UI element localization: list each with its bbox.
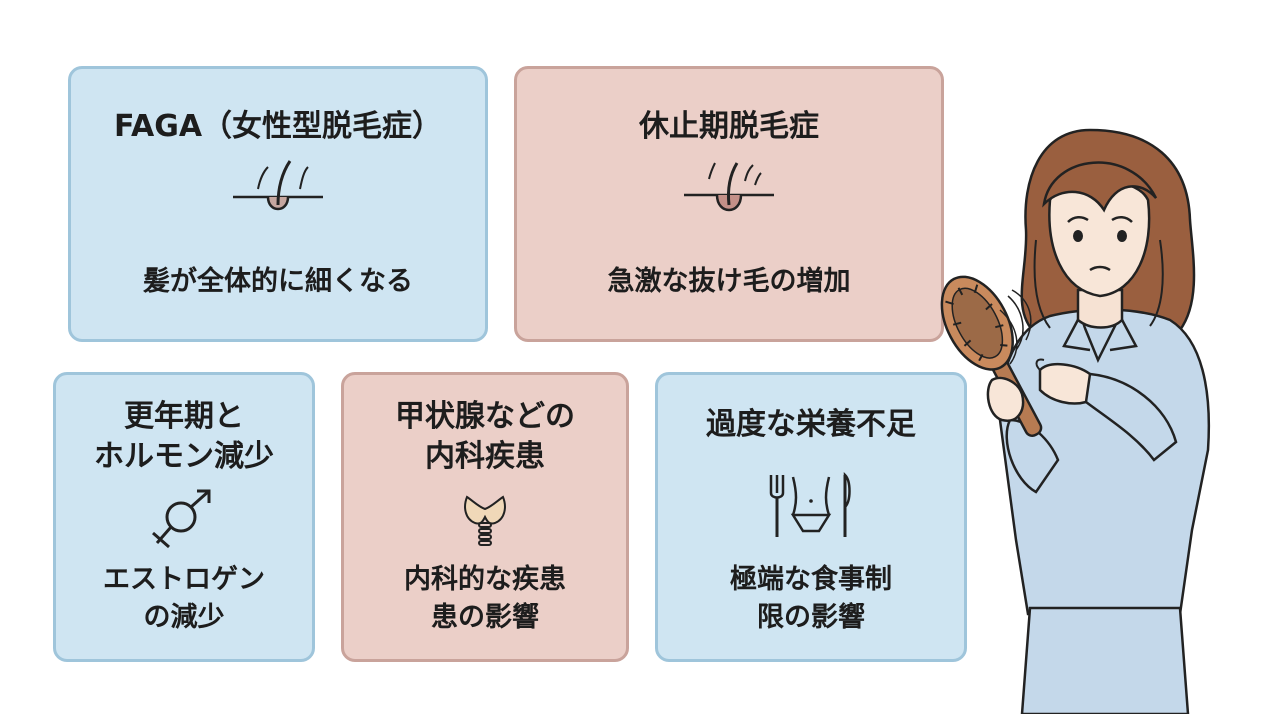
gender-symbol-icon [152, 489, 211, 549]
card-menopause: 更年期と ホルモン減少 エストロゲン の減少 [53, 372, 315, 662]
card-title: FAGA（女性型脱毛症） [113, 109, 443, 144]
card-nutrition-deficiency: 過度な栄養不足 極端な食事制 限の影響 [655, 372, 967, 662]
diet-fork-knife-waist-icon [769, 471, 851, 537]
right-arm [1084, 372, 1178, 462]
card-title: 休止期脱毛症 [639, 109, 819, 144]
card-faga: FAGA（女性型脱毛症） 髪が全体的に細くなる [68, 66, 488, 342]
shedding-hair-follicle-icon [684, 162, 774, 212]
card-title: 甲状腺などの 内科疾患 [395, 399, 575, 474]
card-description: 極端な食事制 限の影響 [730, 564, 892, 633]
card-telogen-effluvium: 休止期脱毛症 急激な抜け毛の増加 [514, 66, 944, 342]
hand-holding-brush [986, 376, 1025, 422]
pajama-pants [1020, 606, 1190, 714]
card-description: 髪が全体的に細くなる [143, 266, 413, 297]
card-description: 内科的な疾患 患の影響 [404, 564, 566, 633]
thinning-hair-follicle-icon [233, 160, 323, 211]
hair-bangs [1042, 161, 1158, 213]
card-title: 過度な栄養不足 [706, 407, 916, 442]
card-description: エストロゲン の減少 [103, 564, 265, 633]
card-thyroid-disease: 甲状腺などの 内科疾患 内科的な疾患 患の影響 [341, 372, 629, 662]
thyroid-icon [464, 495, 506, 546]
card-description: 急激な抜け毛の増加 [607, 266, 851, 297]
worried-woman-illustration [940, 128, 1211, 714]
card-title: 更年期と ホルモン減少 [94, 399, 274, 474]
